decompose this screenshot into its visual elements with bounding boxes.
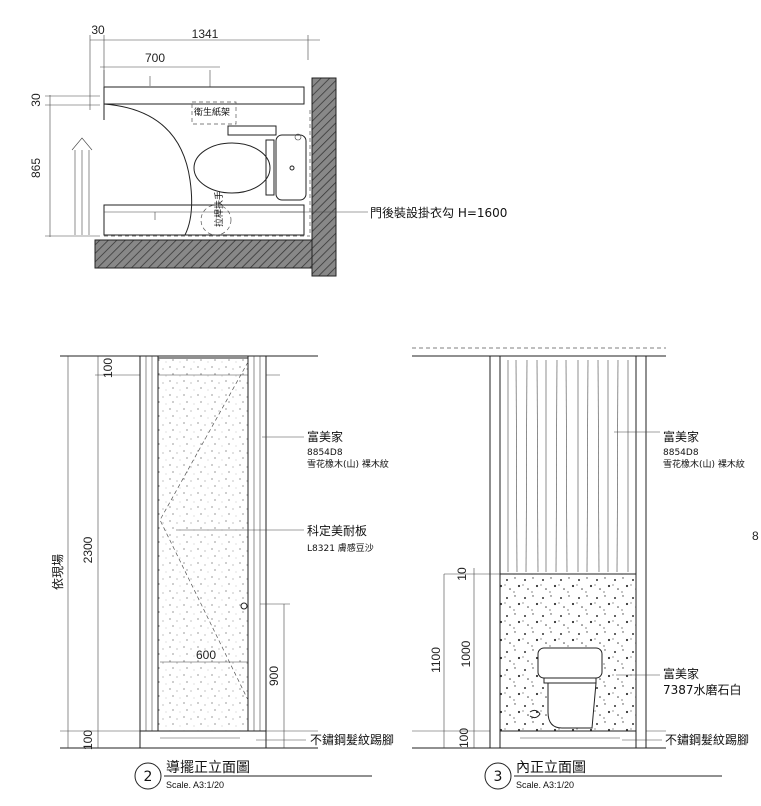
edge-fragment: 8: [752, 529, 759, 543]
elev2-dim-door-width: 600: [196, 648, 216, 662]
elev3-title-number: 3: [494, 769, 503, 785]
elev2-label-site: 依現場: [50, 554, 65, 590]
elev3-title: 內正立面圖: [516, 760, 586, 776]
elev2-dim-height: 2300: [81, 536, 95, 563]
elev2-title: 導擺正立面圖: [166, 760, 250, 776]
elev2-dim-top: 100: [101, 358, 115, 378]
elev2-dim-bottom: 100: [81, 730, 95, 750]
elev2-callout-brand: 富美家: [307, 429, 343, 444]
plan-label-flush-rail: 拉桿扶手: [213, 191, 225, 227]
elev3-callout-stone-brand: 富美家: [663, 666, 699, 681]
plan-dim-left-gap: 30: [29, 93, 43, 107]
elev3-callout-brand: 富美家: [663, 429, 699, 444]
elev3-callout-code: 8854D8: [663, 448, 699, 458]
plan-label-paper-holder: 衛生紙架: [194, 106, 230, 118]
elev2-callout-finish: 雪花橡木(山) 裸木紋: [307, 458, 389, 470]
elev3-dim-1100: 1100: [429, 647, 443, 673]
elev3-callout-finish: 雪花橡木(山) 裸木紋: [663, 458, 745, 470]
elev2-scale: Scale. A3:1/20: [166, 780, 224, 790]
plan-callout-hook: 門後裝設掛衣勾 H=1600: [370, 205, 507, 220]
plan-view: 30 1341 700 30 865 衛生紙架 拉桿扶手: [29, 23, 507, 277]
plan-dim-top-width: 700: [145, 51, 165, 65]
elev2-title-number: 2: [144, 769, 153, 785]
plan-dim-left-depth: 865: [29, 158, 43, 178]
elev3-dim-1000: 1000: [459, 640, 473, 667]
elev2-callout-kick: 不鏽鋼髮紋踢腳: [310, 732, 394, 747]
elev2-callout-board: 科定美耐板: [307, 523, 367, 538]
elev3-scale: Scale. A3:1/20: [516, 780, 574, 790]
elev3-wood-grain: [507, 359, 629, 573]
plan-dim-top-gap: 30: [91, 23, 105, 37]
elev3-dim-10: 10: [455, 567, 469, 581]
elev2-callout-code: 8854D8: [307, 448, 343, 458]
elev2-dim-handle: 900: [267, 666, 281, 686]
elev2-callout-board-code: L8321 膚感豆沙: [307, 542, 374, 554]
elevation-3: 865 30: [412, 347, 749, 790]
elev3-callout-kick: 不鏽鋼髮紋踢腳: [665, 732, 749, 747]
elevation-2: 100 2300 100 依現場 600 900 富美家 8854D8 雪花橡木…: [50, 355, 394, 790]
elev3-dim-100: 100: [457, 728, 471, 748]
plan-dim-top-total: 1341: [192, 27, 219, 41]
elev3-callout-stone: 7387水磨石白: [663, 682, 742, 697]
